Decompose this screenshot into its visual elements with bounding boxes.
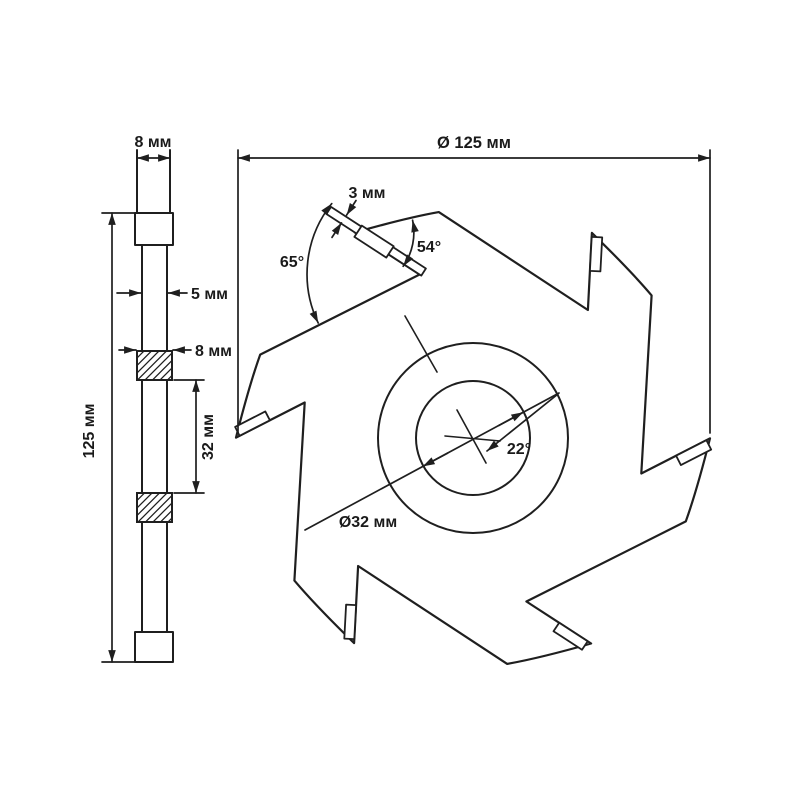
tooth-width-label: 8 мм xyxy=(134,134,171,151)
side-hub-hatch-top xyxy=(136,350,173,381)
gullet-angle-label: 65° xyxy=(280,254,304,271)
tooth-angle-label: 54° xyxy=(417,239,441,256)
rake-angle-label: 22° xyxy=(507,441,531,458)
bore-circle xyxy=(415,380,531,496)
side-view: 8 мм 5 мм 8 мм 32 мм 125 мм xyxy=(81,134,232,663)
bore-diameter-label: Ø32 мм xyxy=(339,514,397,531)
dim-arrow-bore-left xyxy=(421,452,449,468)
rake-angle-line xyxy=(486,393,559,452)
tooth-angle-arc xyxy=(402,219,419,268)
side-disc-upper xyxy=(141,244,168,352)
blade-outline xyxy=(234,211,712,665)
side-top-tooth-lines xyxy=(136,149,171,214)
insert-top-left-plate xyxy=(353,224,395,259)
insert-top-right xyxy=(589,236,604,273)
insert-right xyxy=(675,439,713,466)
dim-ext-overall xyxy=(101,212,141,663)
side-bottom-collar xyxy=(134,631,174,663)
overall-diameter-label: 125 мм xyxy=(81,404,98,459)
hub-width-label: 8 мм xyxy=(195,343,232,360)
side-top-collar xyxy=(134,212,174,246)
dim-arrow-insert-lower xyxy=(331,222,343,239)
bore-height-label: 32 мм xyxy=(200,414,217,460)
diameter-label: Ø 125 мм xyxy=(437,134,511,152)
insert-thickness-label: 3 мм xyxy=(348,185,385,202)
gullet-angle-arc xyxy=(306,202,333,324)
insert-bottom-right xyxy=(552,621,589,651)
front-view: Ø 125 мм 65° 54° 3 мм Ø32 мм 22° xyxy=(234,134,713,665)
dim-arrow-bore-right xyxy=(497,411,525,427)
dim-arrow-insert-upper xyxy=(345,199,357,216)
insert-left xyxy=(234,410,271,437)
side-disc-lower xyxy=(141,521,168,633)
dim-ext-diameter xyxy=(237,149,711,434)
disc-thickness-label: 5 мм xyxy=(191,286,228,303)
hub-circle xyxy=(377,342,569,534)
center-mark xyxy=(404,315,501,464)
side-hub-hatch-bottom xyxy=(136,492,173,523)
side-bore-lines xyxy=(141,379,168,494)
insert-bottom-left xyxy=(343,603,357,640)
